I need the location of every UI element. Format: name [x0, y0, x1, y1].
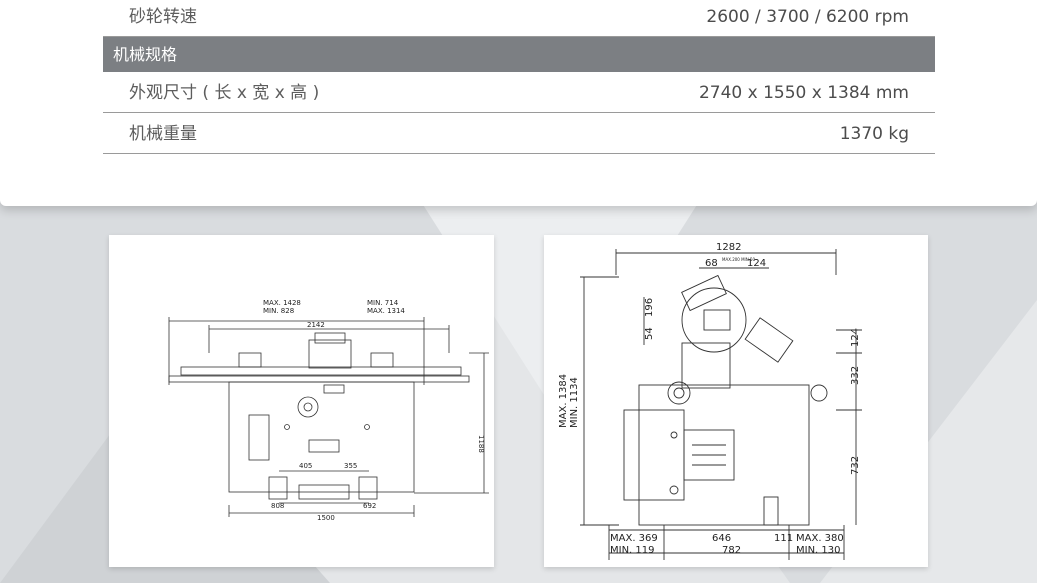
dim-782: 782 — [722, 545, 741, 556]
dim-width-top: 2142 — [307, 321, 325, 329]
dim-646: 646 — [712, 533, 731, 544]
dim-width-top: 1282 — [716, 242, 741, 253]
dim-min130: MIN. 130 — [796, 545, 841, 556]
spec-label: 机械重量 — [129, 124, 197, 144]
spec-row-weight: 机械重量 1370 kg — [103, 114, 935, 154]
dim-max-left: MAX. 1428 — [263, 299, 301, 307]
spec-label: 砂轮转速 — [129, 7, 197, 27]
spec-label: 外观尺寸 ( 长 x 宽 x 高 ) — [129, 83, 320, 103]
dim-min-right: MIN. 714 — [367, 299, 399, 307]
spec-value: 1370 kg — [839, 124, 909, 144]
dim-732: 732 — [850, 456, 861, 475]
dim-1500: 1500 — [317, 514, 335, 522]
spec-value: 2600 / 3700 / 6200 rpm — [706, 7, 909, 27]
side-view-svg: 1282 68 MAX.200 MIN.50 124 54 196 MAX. 1… — [558, 242, 862, 560]
front-view-svg: MAX. 1428 MIN. 828 MIN. 714 MAX. 1314 21… — [168, 299, 489, 522]
dim-808: 808 — [271, 502, 284, 510]
dim-355: 355 — [344, 462, 357, 470]
dim-124-top: 124 — [747, 258, 766, 269]
dim-max369: MAX. 369 — [610, 533, 658, 544]
side-view-drawing: 1282 68 MAX.200 MIN.50 124 54 196 MAX. 1… — [544, 235, 928, 567]
section-title: 机械规格 — [113, 45, 178, 64]
dim-min-left: MIN. 828 — [263, 307, 294, 315]
dim-min119: MIN. 119 — [610, 545, 655, 556]
dim-max-right: MAX. 1314 — [367, 307, 405, 315]
dim-692: 692 — [363, 502, 376, 510]
spec-row-wheel-speed: 砂轮转速 2600 / 3700 / 6200 rpm — [103, 0, 935, 37]
dim-196: 196 — [644, 298, 655, 317]
dim-124-right: 124 — [850, 328, 861, 347]
front-view-drawing: MAX. 1428 MIN. 828 MIN. 714 MAX. 1314 21… — [109, 235, 494, 567]
dim-111: 111 — [774, 533, 793, 544]
dim-max-h: MAX. 1384 — [558, 374, 569, 428]
dim-332: 332 — [850, 366, 861, 385]
dim-54: 54 — [644, 327, 655, 340]
section-header-machine-spec: 机械规格 — [103, 37, 935, 72]
spec-row-dimensions: 外观尺寸 ( 长 x 宽 x 高 ) 2740 x 1550 x 1384 mm — [103, 73, 935, 113]
dim-max380: MAX. 380 — [796, 533, 844, 544]
spec-card — [0, 0, 1037, 206]
dim-405: 405 — [299, 462, 312, 470]
dim-68: 68 — [705, 258, 718, 269]
dim-min-h: MIN. 1134 — [569, 377, 580, 428]
dim-height-side: 1188 — [477, 435, 485, 453]
dim-maxmin-small: MAX.200 MIN.50 — [722, 257, 756, 262]
spec-value: 2740 x 1550 x 1384 mm — [698, 83, 909, 103]
